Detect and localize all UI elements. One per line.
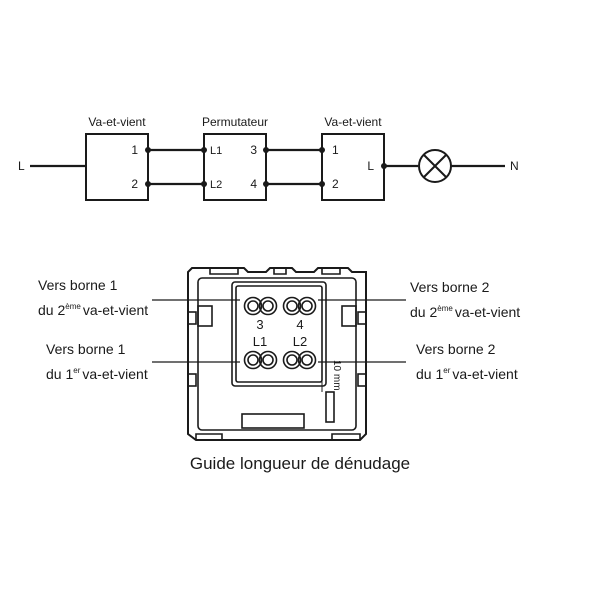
middle-switch-terminal-l2: L2 — [210, 179, 222, 191]
strip-length-guide — [325, 391, 335, 423]
middle-switch-terminal-l1: L1 — [210, 145, 222, 157]
annotation-top-left-line1: Vers borne 1 — [38, 277, 118, 293]
device-terminal-3: 3 — [256, 317, 263, 332]
left-switch-title: Va-et-vient — [88, 115, 146, 129]
annotation-top-right-rest: va-et-vient — [454, 304, 521, 320]
annotation-bottom-right-sup: er — [443, 366, 451, 375]
annotation-bottom-right-rest: va-et-vient — [452, 366, 518, 382]
annotation-top-right-du: du 2 — [410, 304, 438, 320]
right-switch-terminal-l: L — [367, 159, 374, 173]
annotation-top-right-line1: Vers borne 2 — [410, 279, 490, 295]
right-switch-title: Va-et-vient — [324, 115, 382, 129]
lower-terminal-holes — [243, 350, 317, 370]
leader-lines — [152, 299, 406, 363]
right-switch-terminal-2: 2 — [332, 177, 339, 191]
device-terminal-l1: L1 — [253, 334, 267, 349]
middle-switch-title: Permutateur — [202, 115, 268, 129]
wiring-schematic — [30, 133, 505, 201]
middle-switch-terminal-3: 3 — [250, 143, 257, 157]
line-label: L — [18, 159, 25, 173]
right-switch-terminal-1: 1 — [332, 143, 339, 157]
device-terminal-4: 4 — [296, 317, 303, 332]
terminal-dots — [145, 147, 387, 187]
annotation-top-left-du: du 2 — [38, 302, 66, 318]
strip-guide-caption: Guide longueur de dénudage — [189, 454, 411, 473]
device-terminal-l2: L2 — [293, 334, 307, 349]
annotation-bottom-left-sup: er — [73, 366, 81, 375]
annotation-bottom-right-du: du 1 — [416, 366, 444, 382]
annotation-top-left-rest: va-et-vient — [82, 302, 149, 318]
annotation-bottom-right-line1: Vers borne 2 — [416, 341, 496, 357]
middle-switch-terminal-4: 4 — [250, 177, 257, 191]
upper-terminal-holes — [243, 296, 317, 316]
middle-switch-box — [203, 133, 267, 201]
neutral-label: N — [510, 159, 519, 173]
bottom-slot — [241, 413, 305, 429]
annotation-top-left-sup: ème — [65, 302, 81, 311]
annotation-bottom-left-du: du 1 — [46, 366, 74, 382]
annotation-bottom-left-rest: va-et-vient — [82, 366, 148, 382]
left-switch-box — [85, 133, 149, 201]
annotation-bottom-left-line1: Vers borne 1 — [46, 341, 126, 357]
strip-guide-label: 10 mm — [331, 360, 342, 391]
left-switch-terminal-2: 2 — [131, 177, 138, 191]
left-switch-terminal-1: 1 — [131, 143, 138, 157]
annotation-top-right-sup: ème — [437, 304, 453, 313]
lamp-icon — [418, 149, 452, 183]
switch-mechanism — [187, 267, 367, 441]
